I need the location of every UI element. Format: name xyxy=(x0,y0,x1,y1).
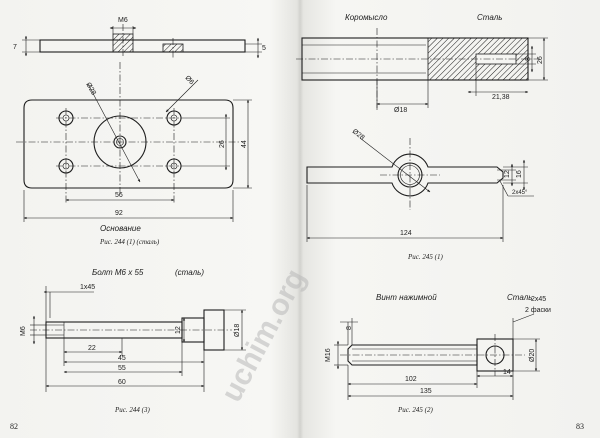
rocker-dim-d18: Ø18 xyxy=(394,107,407,114)
rocker-material: Сталь xyxy=(477,13,502,22)
base-title: Основание xyxy=(100,224,141,233)
screw-dim-8: 8 xyxy=(346,326,353,330)
base-dim-26: 26 xyxy=(219,140,226,148)
base-dim-d28: Ø28 xyxy=(84,82,97,97)
screw-caption: Рис. 245 (2) xyxy=(397,406,433,414)
base-plan-view xyxy=(16,62,252,222)
screw-dim-102: 102 xyxy=(405,376,417,383)
bolt-dim-22: 22 xyxy=(88,345,96,352)
rocker-caption: Рис. 245 (1) xyxy=(407,253,443,261)
base-dim-44: 44 xyxy=(241,140,248,148)
rocker-dim-26: 26 xyxy=(537,56,544,64)
screw-drawing xyxy=(334,313,540,400)
figure-press-screw: Винт нажимной Сталь 2x45 2 фаски xyxy=(325,293,551,414)
screw-chamfer: 2x45 xyxy=(531,296,546,303)
bolt-dim-m6: M6 xyxy=(20,326,27,336)
figure-bolt: Болт М6 х 55 (сталь) xyxy=(20,268,246,414)
bolt-dim-d18: Ø18 xyxy=(234,324,241,337)
figure-rocker: Коромысло Сталь Ø18 21,38 8 26 xyxy=(296,13,548,261)
rocker-dim-16: 16 xyxy=(516,170,523,178)
rocker-dim-chamfer: 2x45° xyxy=(512,190,528,196)
screw-chamfer-note: 2 фаски xyxy=(525,307,551,314)
bolt-dim-12: 12 xyxy=(175,326,182,334)
screw-dim-14: 14 xyxy=(503,369,511,376)
screw-dim-d20: Ø20 xyxy=(529,349,536,362)
rocker-dim-8: 8 xyxy=(525,57,532,61)
base-dim-7: 7 xyxy=(13,44,17,51)
screw-title: Винт нажимной xyxy=(376,293,437,302)
base-dim-92: 92 xyxy=(115,210,123,217)
rocker-title: Коромысло xyxy=(345,13,388,22)
bolt-dim-55: 55 xyxy=(118,365,126,372)
bolt-dim-45: 45 xyxy=(118,355,126,362)
page-number-right: 83 xyxy=(576,422,584,431)
bolt-dim-chamfer: 1x45 xyxy=(80,284,95,291)
base-side-view xyxy=(22,24,262,59)
bolt-caption: Рис. 244 (3) xyxy=(114,406,150,414)
bolt-dim-60: 60 xyxy=(118,379,126,386)
rocker-dim-124: 124 xyxy=(400,230,412,237)
rocker-dim-12: 12 xyxy=(504,170,511,178)
screw-dim-m16: M16 xyxy=(325,348,332,362)
rocker-plan-view xyxy=(306,137,534,242)
base-dim-d6: Ø6 xyxy=(184,75,196,87)
bolt-drawing xyxy=(30,286,246,392)
figure-base-plate: M6 7 5 xyxy=(13,17,266,246)
rocker-side-view xyxy=(296,28,548,112)
bolt-material: (сталь) xyxy=(175,268,204,277)
base-dim-5: 5 xyxy=(262,45,266,52)
page-number-left: 82 xyxy=(10,422,18,431)
base-caption: Рис. 244 (1) (сталь) xyxy=(99,238,160,246)
screw-dim-135: 135 xyxy=(420,388,432,395)
screw-material: Сталь xyxy=(507,293,532,302)
bolt-title: Болт М6 х 55 xyxy=(92,268,144,277)
base-dim-56: 56 xyxy=(115,192,123,199)
rocker-dim-2138: 21,38 xyxy=(492,94,510,101)
watermark: uchim.org xyxy=(215,264,312,408)
base-dim-m6: M6 xyxy=(118,17,128,24)
rocker-dim-d28: Ø28 xyxy=(351,128,366,142)
